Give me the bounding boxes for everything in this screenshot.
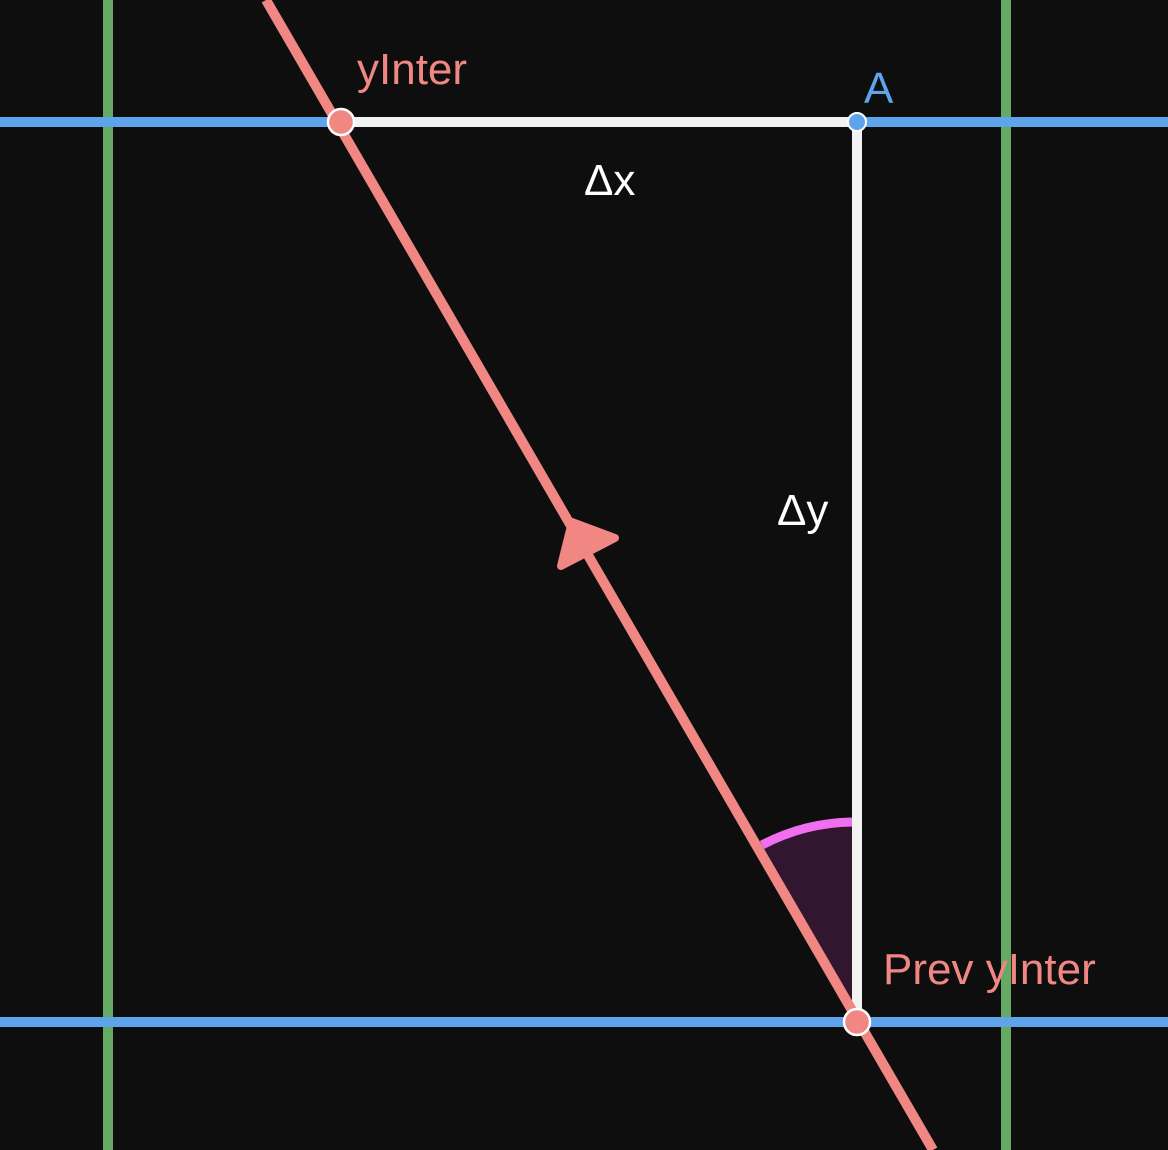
y-inter-label: yInter [357,45,467,94]
ray-direction-arrow-icon [557,518,619,570]
delta-y-label: Δy [777,486,828,535]
prev-y-inter-label: Prev yInter [883,945,1096,994]
point-a-label: A [864,64,894,113]
y-inter-point [326,107,356,137]
point-a [847,112,867,132]
delta-x-label: Δx [584,156,635,205]
prev-y-inter-point [842,1007,872,1037]
angle-arc [759,817,853,849]
ray-line [261,0,938,1150]
